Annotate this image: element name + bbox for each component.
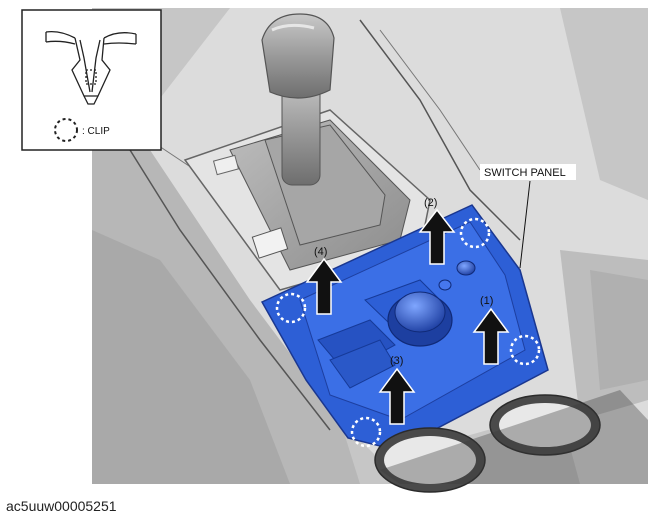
switch-panel xyxy=(260,204,549,451)
console-illustration: (2) (4) (1) (3) SWITCH PANEL xyxy=(92,8,648,493)
figure-code: ac5uuw00005251 xyxy=(6,498,117,514)
clip-legend-symbol xyxy=(54,118,78,142)
clip-markers xyxy=(275,217,541,448)
callout-step-2: (2) xyxy=(424,197,437,209)
clip-marker xyxy=(459,217,491,249)
clip-marker xyxy=(509,334,541,366)
clip-legend-label: : CLIP xyxy=(82,126,110,137)
clip-marker xyxy=(275,292,307,324)
callout-step-3: (3) xyxy=(390,355,403,367)
removal-arrows xyxy=(305,208,510,425)
switch-panel-leader xyxy=(519,180,531,269)
arrow-step-1 xyxy=(472,307,510,365)
callout-step-4: (4) xyxy=(314,246,327,258)
callout-step-1: (1) xyxy=(480,295,493,307)
arrow-step-3 xyxy=(378,367,416,425)
clip-detail-illustration xyxy=(45,30,137,105)
clip-marker xyxy=(350,416,382,448)
clip-detail-inset: : CLIP xyxy=(21,9,162,151)
arrow-step-4 xyxy=(305,257,343,315)
arrow-step-2 xyxy=(418,208,456,265)
switch-panel-label: SWITCH PANEL xyxy=(484,167,566,179)
